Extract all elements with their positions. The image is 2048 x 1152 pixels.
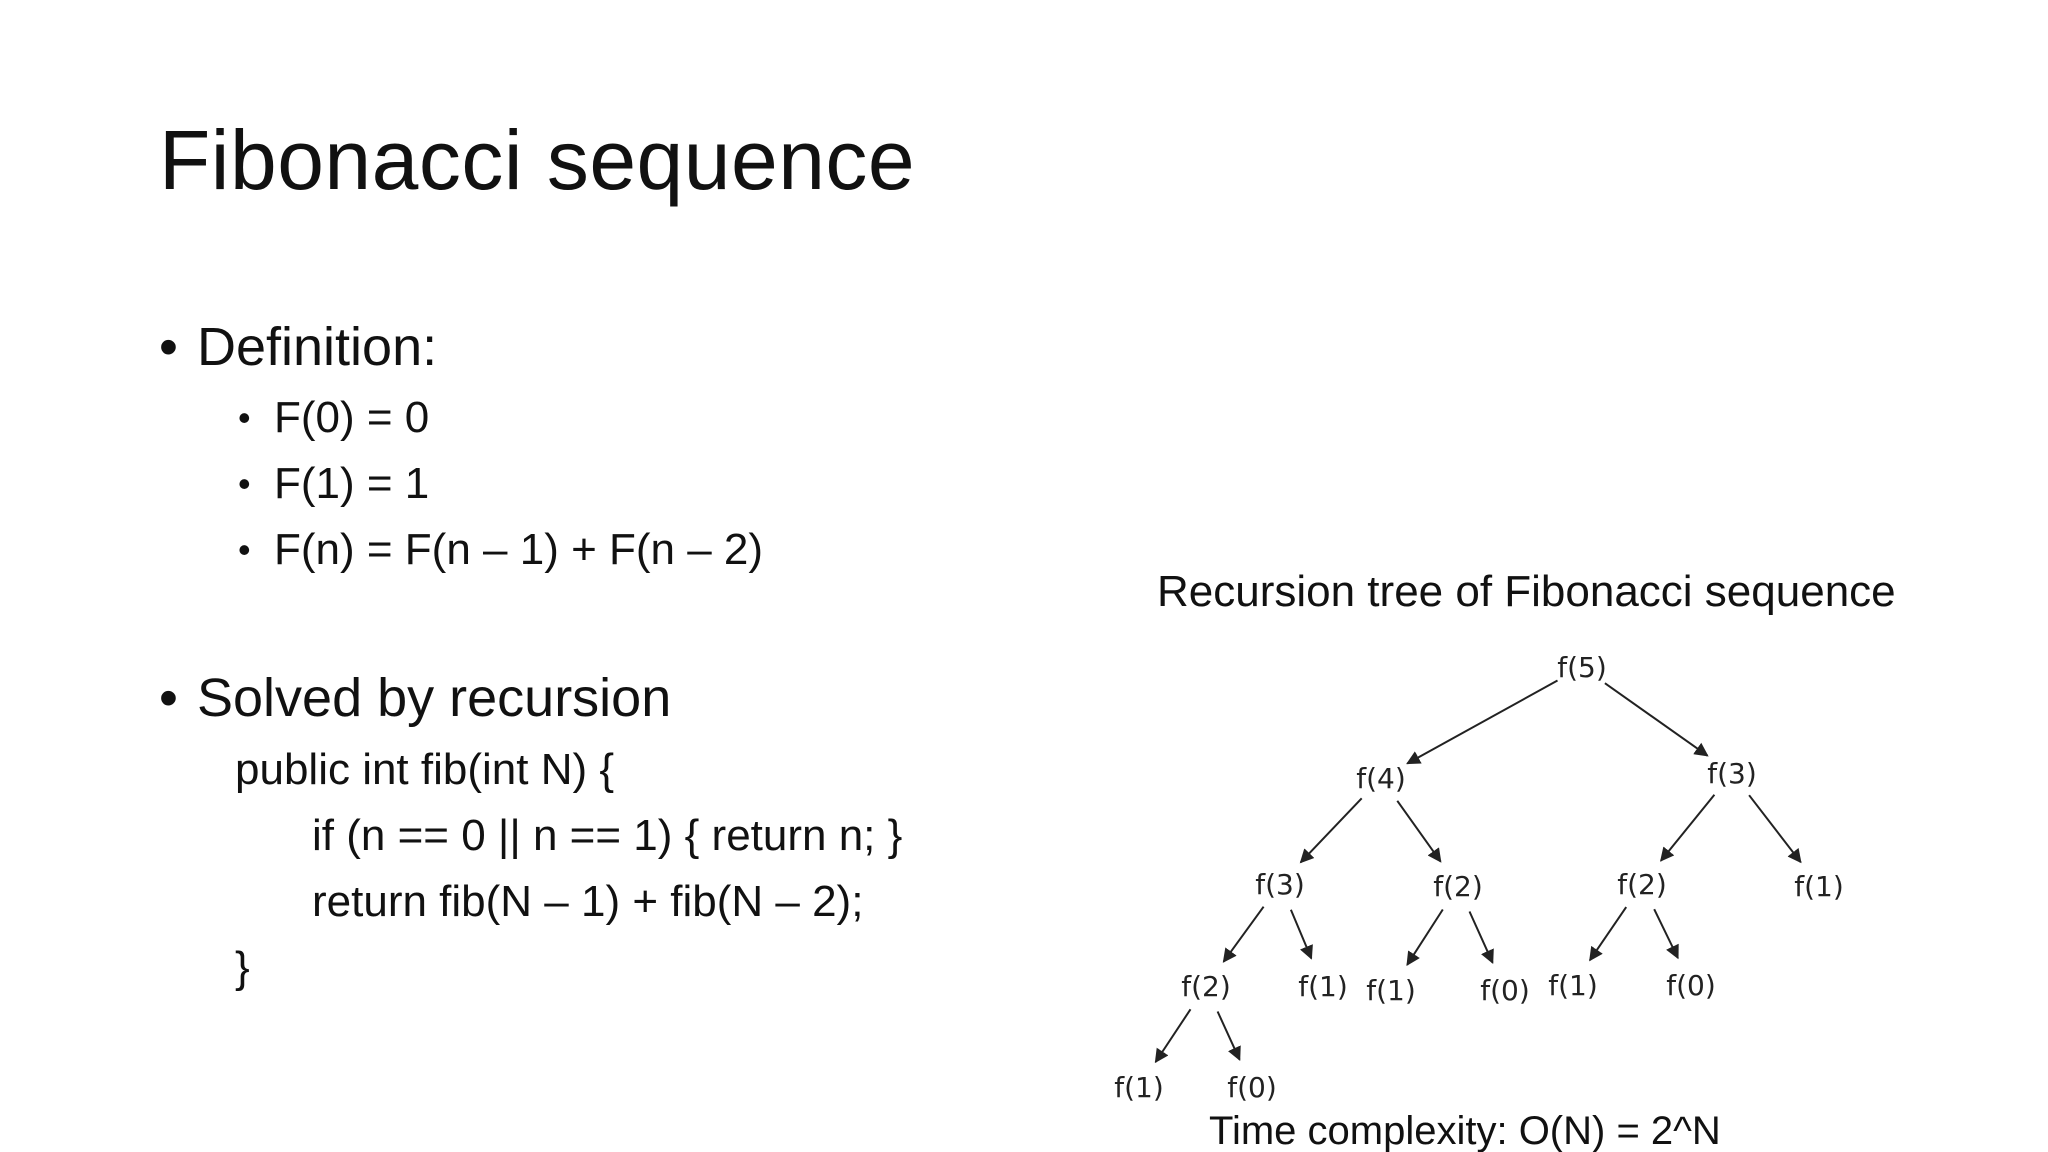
- bullet-fn: F(n) = F(n – 1) + F(n – 2): [238, 528, 763, 573]
- tree-edge-n2a-n0c: [1216, 1011, 1241, 1061]
- recursion-tree: f(5) f(4) f(3) f(3) f(2) f(2) f(1) f(2) f(1) f(1)…: [1100, 636, 1860, 1152]
- slide-title: Fibonacci sequence: [159, 113, 916, 207]
- tree-edge-n4-n2b: [1396, 800, 1442, 863]
- tree-edge-n2c-n0b: [1653, 908, 1679, 960]
- tree-node-n1d: f(1): [1548, 969, 1598, 1002]
- tree-node-n1e: f(1): [1114, 1071, 1164, 1104]
- tree-node-n5: f(5): [1557, 651, 1607, 684]
- tree-edge-n5-n4: [1406, 679, 1558, 765]
- tree-edge-n5-n3b: [1604, 682, 1709, 757]
- code-line-4: }: [235, 943, 250, 992]
- tree-edge-n2b-n0a: [1468, 911, 1494, 964]
- tree-node-n3a: f(3): [1255, 868, 1305, 901]
- code-line-3: return fib(N – 1) + fib(N – 2);: [312, 877, 864, 926]
- tree-node-n0c: f(0): [1227, 1071, 1277, 1104]
- tree-edge-n3a-n2a: [1222, 906, 1265, 963]
- code-line-2: if (n == 0 || n == 1) { return n; }: [312, 811, 903, 860]
- tree-edge-n3a-n1b: [1289, 909, 1313, 960]
- tree-edge-n2a-n1e: [1154, 1008, 1192, 1064]
- bullet-definition: Definition:: [159, 320, 437, 374]
- tree-node-n1c: f(1): [1366, 974, 1416, 1007]
- tree-node-n1a: f(1): [1794, 870, 1844, 903]
- code-line-1: public int fib(int N) {: [235, 745, 615, 794]
- tree-node-n2c: f(2): [1617, 868, 1667, 901]
- tree-edge-n2b-n1c: [1406, 908, 1444, 966]
- tree-node-n1b: f(1): [1298, 970, 1348, 1003]
- tree-node-n4: f(4): [1356, 762, 1406, 795]
- tree-edge-n2c-n1d: [1589, 906, 1628, 962]
- tree-node-n2a: f(2): [1181, 970, 1231, 1003]
- tree-edge-n3b-n2c: [1660, 794, 1716, 862]
- tree-edge-n4-n3a: [1299, 797, 1363, 864]
- bullet-f1: F(1) = 1: [238, 462, 429, 507]
- tree-node-n0a: f(0): [1480, 974, 1530, 1007]
- tree-node-n0b: f(0): [1666, 969, 1716, 1002]
- bullet-solved-by-recursion: Solved by recursion: [159, 671, 671, 725]
- bullet-f0: F(0) = 0: [238, 396, 429, 441]
- tree-node-n2b: f(2): [1433, 870, 1483, 903]
- time-complexity-label: Time complexity: O(N) = 2^N: [1209, 1109, 1721, 1152]
- recursion-tree-svg: f(5) f(4) f(3) f(3) f(2) f(2) f(1) f(2) f(1) f(1)…: [1114, 651, 1844, 1104]
- tree-edge-n3b-n1a: [1748, 794, 1802, 864]
- tree-node-n3b: f(3): [1707, 757, 1757, 790]
- tree-caption: Recursion tree of Fibonacci sequence: [1157, 567, 1896, 616]
